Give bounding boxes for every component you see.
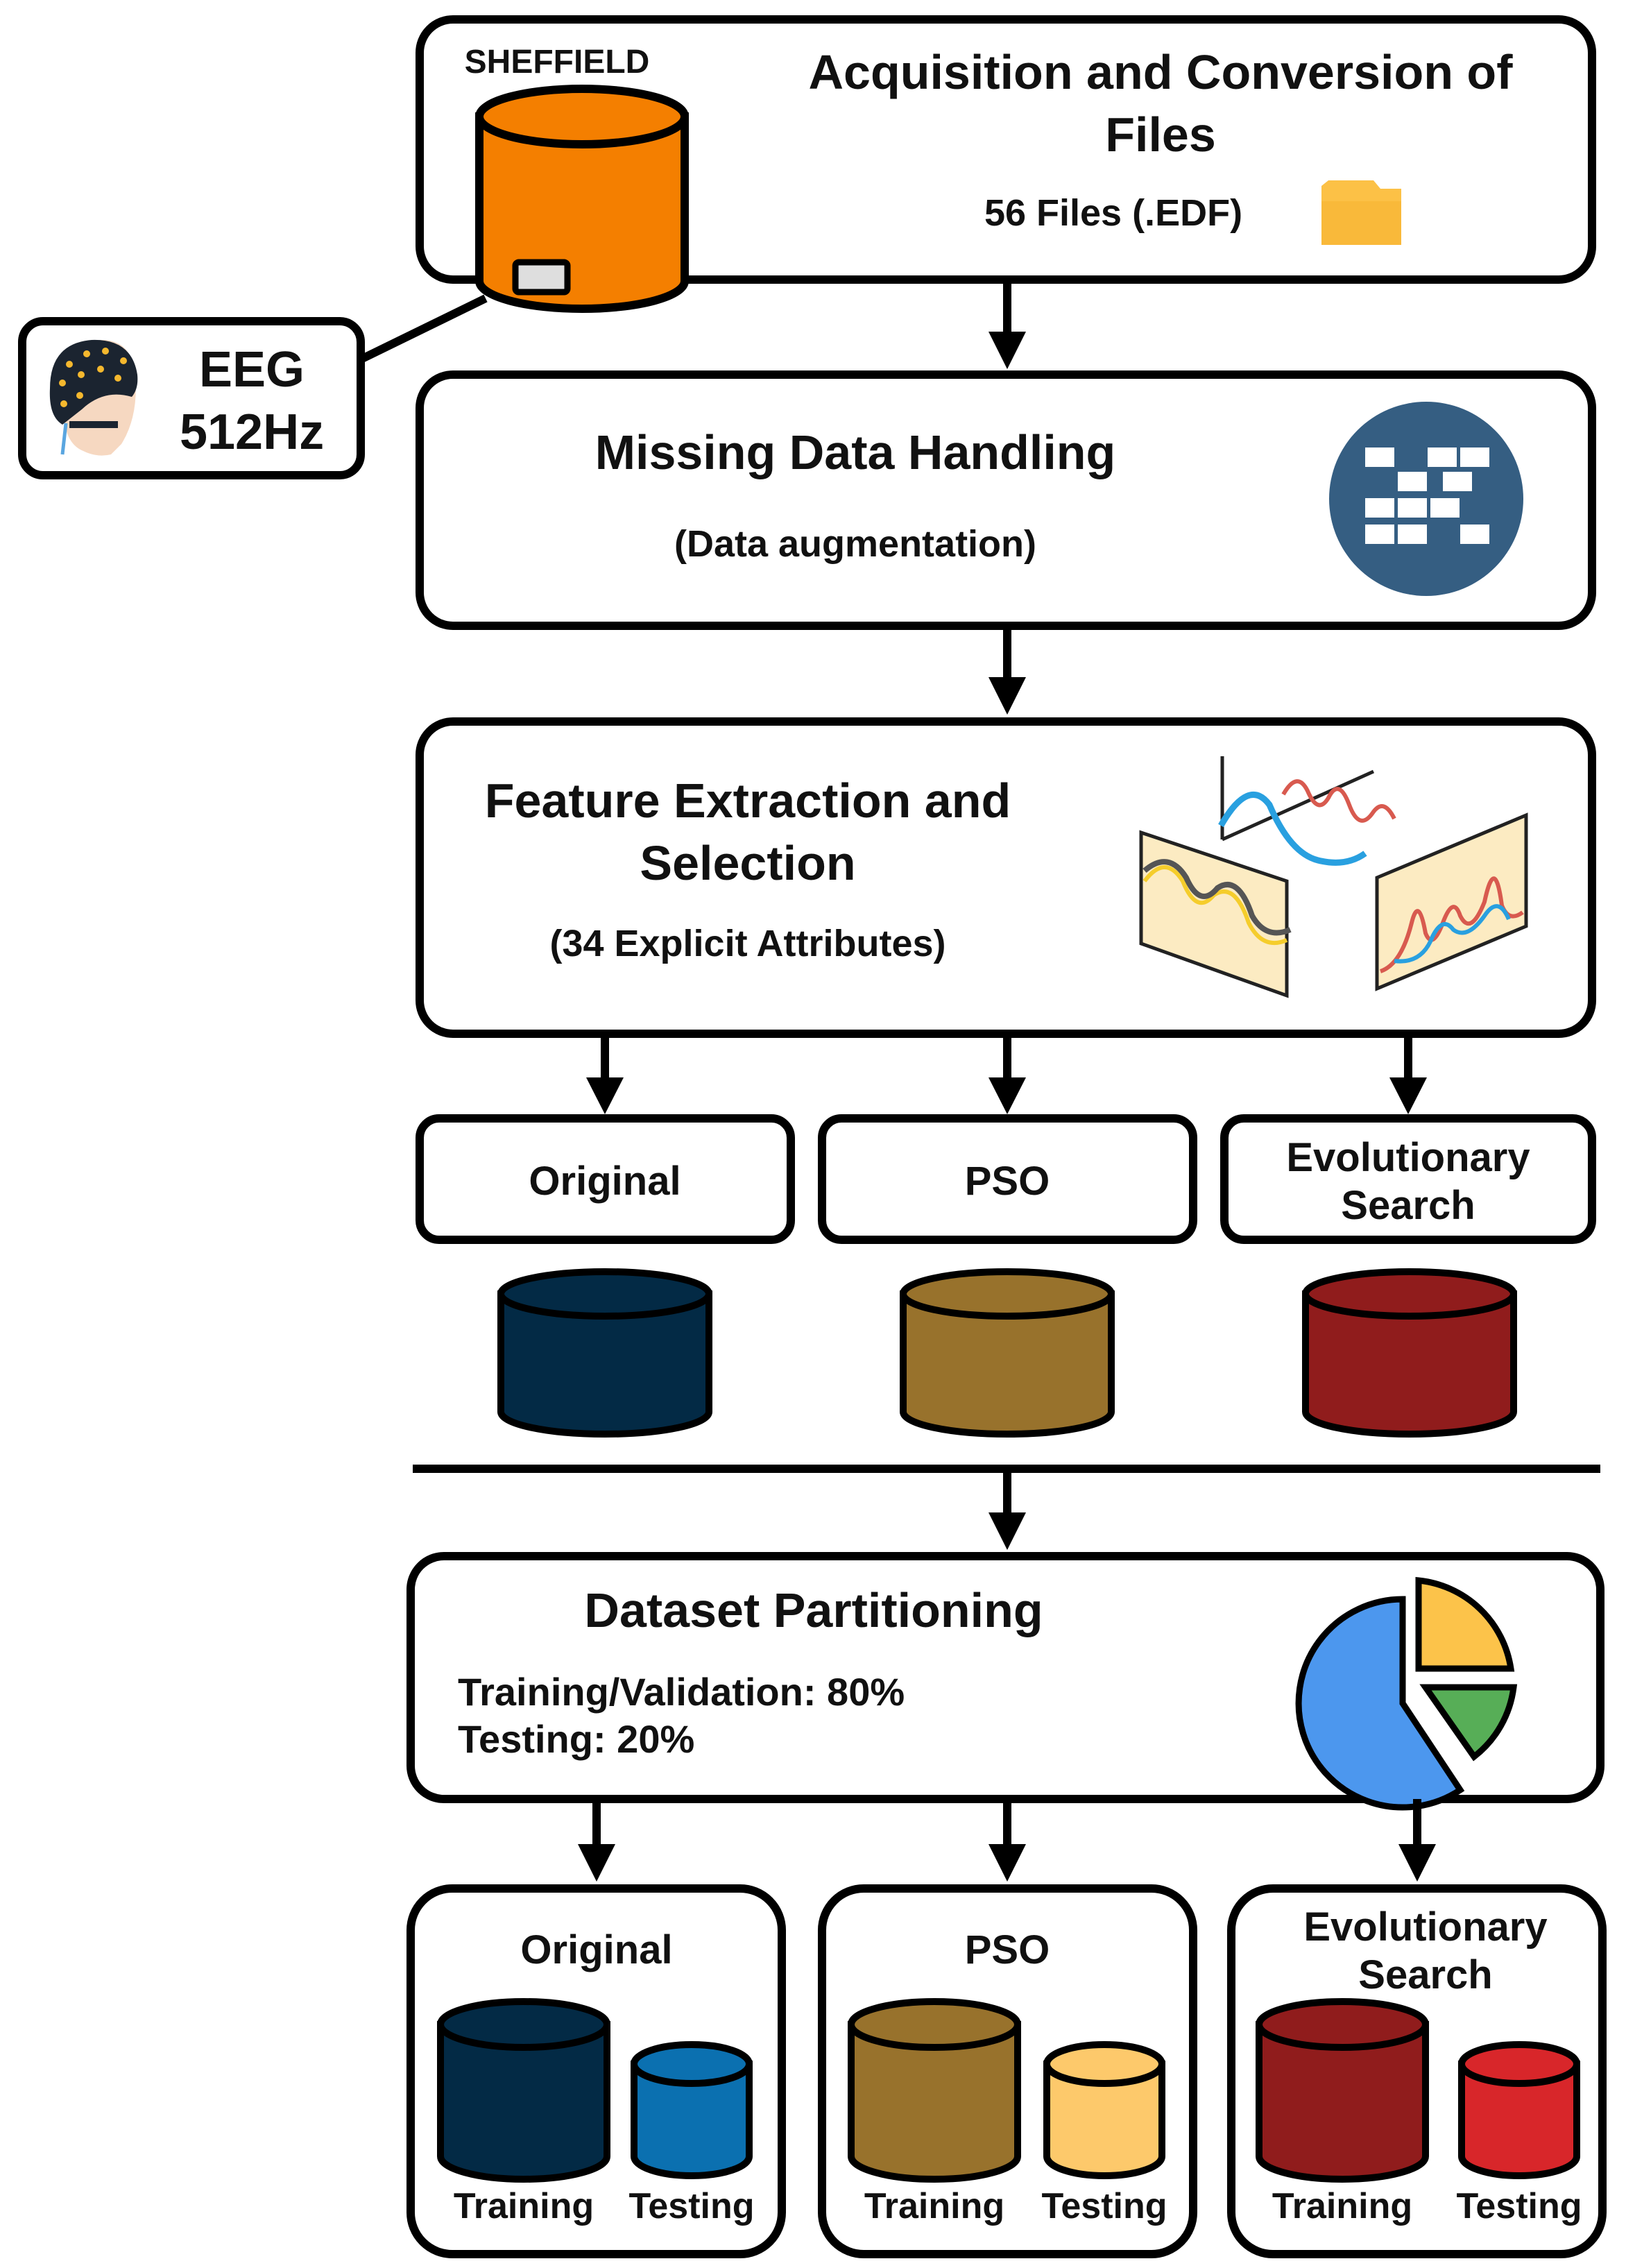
- method-label-evolutionary-line2: Search: [1341, 1183, 1475, 1228]
- method-label-original: Original: [529, 1159, 681, 1204]
- eeg-box: EEG 512Hz: [18, 317, 365, 479]
- feature-subtitle: (34 Explicit Attributes): [549, 923, 945, 964]
- method-label-pso: PSO: [965, 1159, 1050, 1204]
- sheffield-database-icon: [475, 85, 689, 313]
- original-database-icon: [497, 1268, 712, 1438]
- split-testing-label-evolutionary: Testing: [1456, 2186, 1582, 2226]
- testing-database-pso-icon: [1043, 2041, 1165, 2179]
- split-testing-label-original: Testing: [628, 2186, 754, 2226]
- folder-icon: [1321, 180, 1401, 245]
- signal-plots-icon: [1139, 756, 1528, 998]
- feature-title-line1: Feature Extraction and: [485, 774, 1011, 828]
- method-box-original: Original: [416, 1114, 795, 1244]
- split-label-evolutionary-line1: Evolutionary: [1303, 1904, 1547, 1950]
- files-count-text: 56 Files (.EDF): [984, 192, 1242, 234]
- split-training-label-pso: Training: [864, 2186, 1004, 2226]
- split-label-original: Original: [520, 1927, 672, 1972]
- training-split-text: Training/Validation: 80%: [458, 1670, 905, 1714]
- split-training-label-evolutionary: Training: [1272, 2186, 1412, 2226]
- partitioning-title: Dataset Partitioning: [584, 1583, 1043, 1637]
- partitioning-box: Dataset Partitioning Training/Validation…: [407, 1552, 1604, 1811]
- missing-data-title: Missing Data Handling: [595, 425, 1116, 479]
- acquisition-title-line1: Acquisition and Conversion of: [808, 45, 1513, 99]
- training-database-pso-icon: [848, 1998, 1021, 2183]
- arrows-partitioning-to-splits: [578, 1799, 1436, 1882]
- arrows-feature-to-methods: [586, 1034, 1427, 1114]
- sheffield-label: SHEFFIELD: [465, 44, 650, 80]
- testing-split-text: Testing: 20%: [458, 1717, 694, 1761]
- data-grid-icon: [1329, 402, 1523, 596]
- testing-database-original-icon: [631, 2041, 753, 2179]
- eeg-connector-line: [359, 294, 488, 364]
- pso-database-icon: [900, 1268, 1115, 1438]
- method-databases: [497, 1268, 1517, 1438]
- split-testing-label-pso: Testing: [1041, 2186, 1167, 2226]
- method-box-evolutionary: Evolutionary Search: [1220, 1114, 1596, 1244]
- eeg-head-icon: [49, 339, 138, 456]
- eeg-rate-label: 512Hz: [180, 404, 324, 460]
- feature-title-line2: Selection: [640, 836, 855, 890]
- eeg-label: EEG: [199, 342, 305, 398]
- arrow-divider-to-partitioning: [989, 1471, 1026, 1550]
- method-label-evolutionary-line1: Evolutionary: [1286, 1135, 1530, 1180]
- arrow-acquisition-to-missing: [989, 280, 1026, 369]
- feature-extraction-box: Feature Extraction and Selection (34 Exp…: [416, 717, 1596, 1038]
- split-label-evolutionary-line2: Search: [1358, 1952, 1492, 1997]
- arrow-missing-to-feature: [989, 626, 1026, 715]
- split-databases: [437, 1998, 1580, 2183]
- missing-data-box: Missing Data Handling (Data augmentation…: [416, 370, 1596, 630]
- evolutionary-database-icon: [1302, 1268, 1517, 1438]
- method-box-pso: PSO: [818, 1114, 1197, 1244]
- training-database-original-icon: [437, 1998, 610, 2183]
- acquisition-title-line2: Files: [1105, 108, 1216, 162]
- missing-data-subtitle: (Data augmentation): [674, 523, 1036, 565]
- pie-chart-icon: [1295, 1577, 1518, 1811]
- acquisition-box: Acquisition and Conversion of Files 56 F…: [416, 15, 1596, 284]
- testing-database-evolutionary-icon: [1458, 2041, 1580, 2179]
- training-database-evolutionary-icon: [1256, 1998, 1429, 2183]
- split-label-pso: PSO: [965, 1927, 1050, 1972]
- split-training-label-original: Training: [454, 2186, 594, 2226]
